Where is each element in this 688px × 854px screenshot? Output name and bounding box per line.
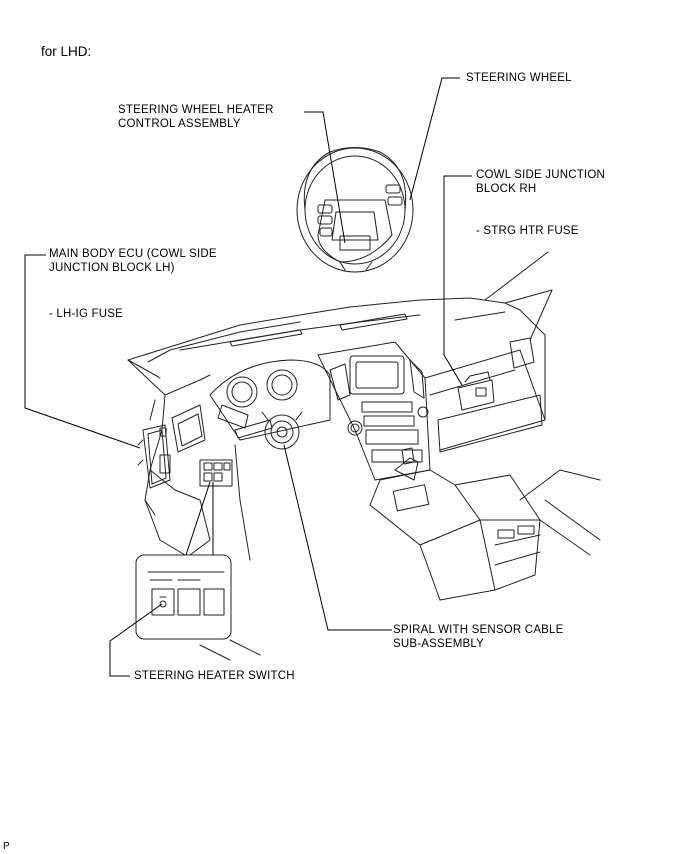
label-steering-wheel: STEERING WHEEL xyxy=(466,71,572,85)
switch-zoom-box xyxy=(135,481,232,640)
label-cowl-side-junction-rh: COWL SIDE JUNCTION BLOCK RH xyxy=(476,168,605,196)
label-heater-control-line1: STEERING WHEEL HEATER xyxy=(118,104,274,116)
label-cowl-rh-line2: BLOCK RH xyxy=(476,183,537,195)
label-lh-ig-fuse-text: - LH-IG FUSE xyxy=(49,308,123,320)
footer-mark: P xyxy=(3,841,10,852)
label-lh-ig-fuse: - LH-IG FUSE xyxy=(49,307,123,321)
label-spiral-line2: SUB-ASSEMBLY xyxy=(393,638,485,650)
label-heater-control-assembly: STEERING WHEEL HEATER CONTROL ASSEMBLY xyxy=(118,103,274,131)
page-heading: for LHD: xyxy=(41,44,92,59)
label-heater-switch-text: STEERING HEATER SWITCH xyxy=(134,670,295,682)
label-cowl-rh-line1: COWL SIDE JUNCTION xyxy=(476,169,606,181)
label-strg-htr-fuse-text: - STRG HTR FUSE xyxy=(476,225,579,237)
label-heater-control-line2: CONTROL ASSEMBLY xyxy=(118,118,241,130)
dashboard-drawing xyxy=(127,251,601,661)
label-main-ecu-line1: MAIN BODY ECU (COWL SIDE xyxy=(49,248,217,260)
label-main-body-ecu: MAIN BODY ECU (COWL SIDE JUNCTION BLOCK … xyxy=(49,247,217,275)
leader-lines xyxy=(24,77,472,677)
steering-wheel-drawing xyxy=(296,147,414,273)
label-steering-wheel-text: STEERING WHEEL xyxy=(466,72,572,84)
label-main-ecu-line2: JUNCTION BLOCK LH) xyxy=(49,262,175,274)
label-spiral-cable: SPIRAL WITH SENSOR CABLE SUB-ASSEMBLY xyxy=(393,623,564,651)
label-steering-heater-switch: STEERING HEATER SWITCH xyxy=(134,669,295,683)
label-spiral-line1: SPIRAL WITH SENSOR CABLE xyxy=(393,624,564,636)
label-strg-htr-fuse: - STRG HTR FUSE xyxy=(476,224,579,238)
